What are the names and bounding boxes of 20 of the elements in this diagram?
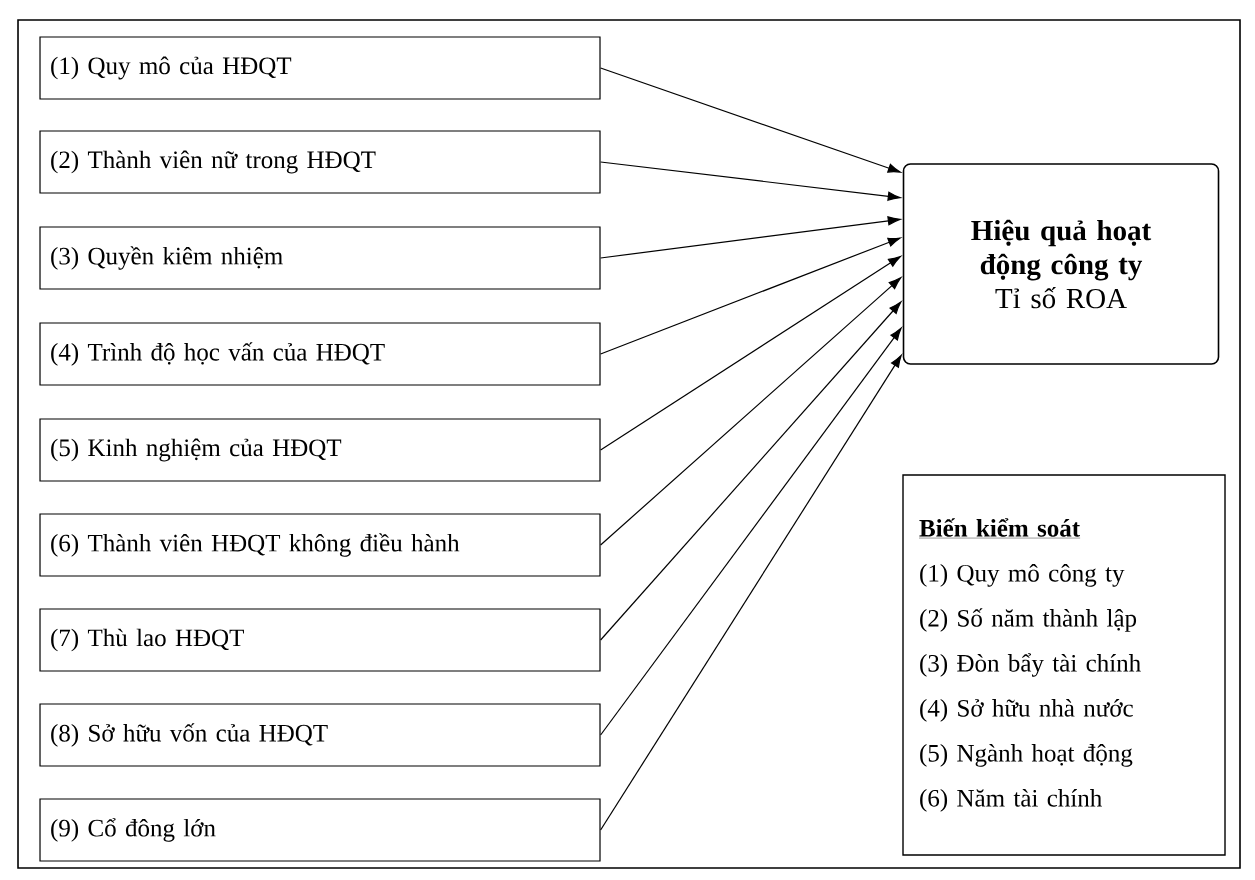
outcome-box: Hiệu quả hoạt động công ty Tỉ số ROA <box>902 163 1220 365</box>
factor-box: (7) Thù lao HĐQT <box>39 608 601 672</box>
arrow <box>600 237 901 355</box>
arrow <box>600 216 901 259</box>
factor-box: (4) Trình độ học vấn của HĐQT <box>39 322 601 386</box>
factor-box: (8) Sở hữu vốn của HĐQT <box>39 703 601 767</box>
arrow <box>600 354 902 831</box>
factor-box: (3) Quyền kiêm nhiệm <box>39 226 601 290</box>
arrow <box>600 301 902 641</box>
control-variables-box: Biến kiểm soát (1) Quy mô công ty (2) Số năm thành lập (3) Đòn bẩy tài chính (4) Sở hữu nhà nước (5) Ngành hoạt động (6) Năm tài chính <box>902 474 1226 856</box>
arrow <box>600 161 901 201</box>
arrow <box>600 327 902 736</box>
factor-box: (1) Quy mô của HĐQT <box>39 36 601 100</box>
arrow <box>600 67 901 173</box>
arrow <box>600 277 902 546</box>
factor-box: (2) Thành viên nữ trong HĐQT <box>39 130 601 194</box>
factor-box: (5) Kinh nghiệm của HĐQT <box>39 418 601 482</box>
factor-box: (9) Cổ đông lớn <box>39 798 601 862</box>
factor-box: (6) Thành viên HĐQT không điều hành <box>39 513 601 577</box>
arrow <box>600 255 901 451</box>
